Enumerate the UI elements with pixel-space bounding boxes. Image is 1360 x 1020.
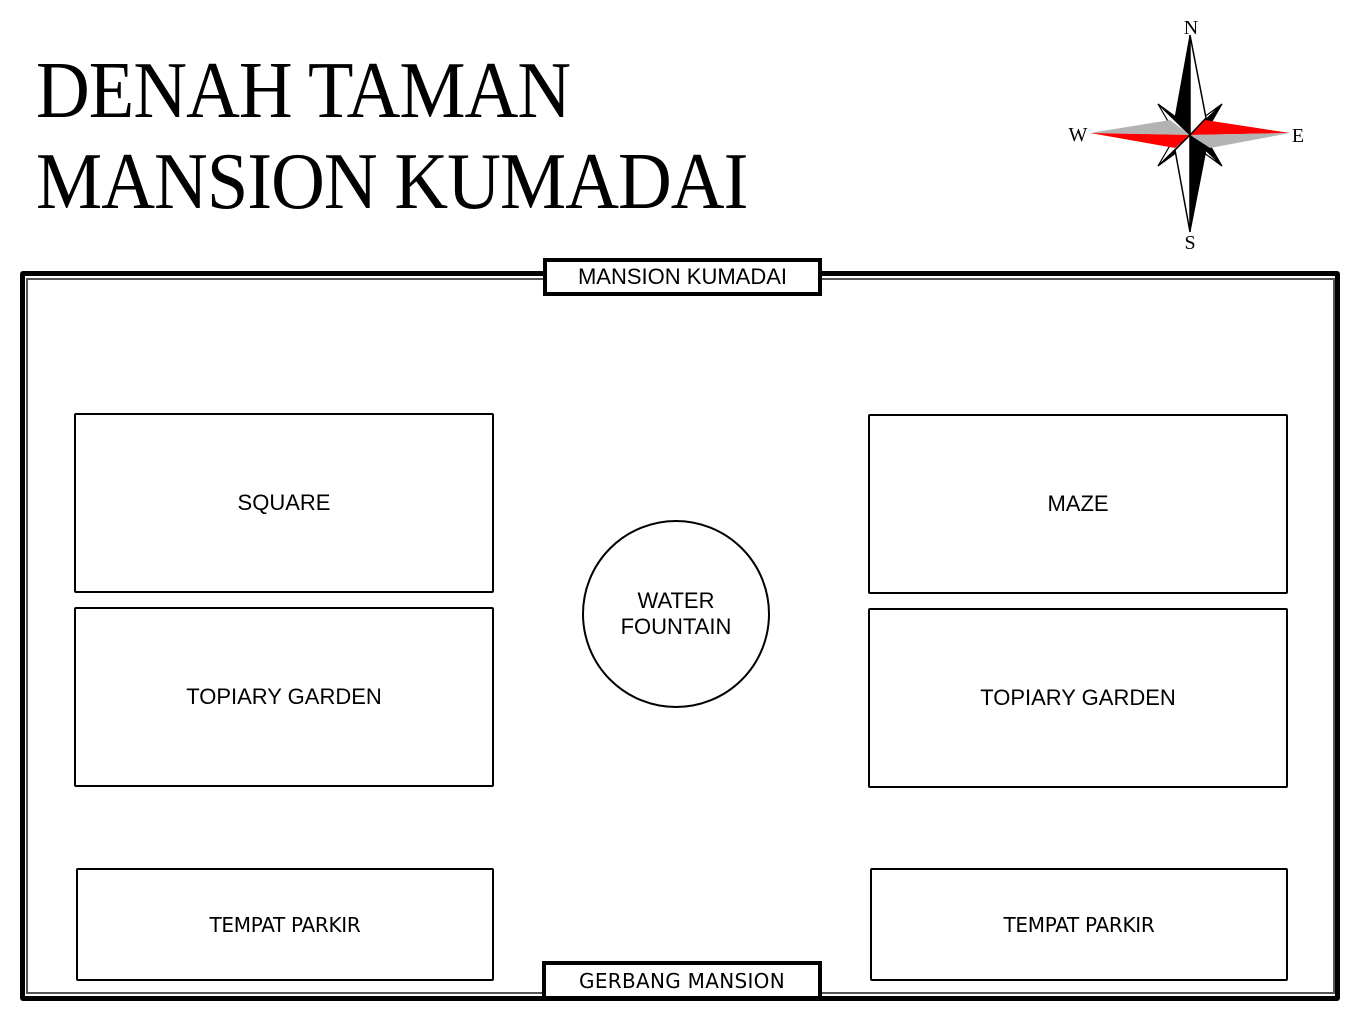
compass-north-label: N [1184, 17, 1198, 39]
title-line-2: MANSION KUMADAI [36, 138, 748, 226]
zone-topiary-left-label: TOPIARY GARDEN [186, 684, 382, 709]
mansion-label: MANSION KUMADAI [543, 258, 822, 296]
compass-south-label: S [1184, 232, 1195, 254]
zone-square-label: SQUARE [237, 490, 331, 515]
fountain-label-line-1: WATER [637, 588, 715, 613]
title-line-1: DENAH TAMAN [36, 47, 571, 135]
zone-maze-label: MAZE [1047, 491, 1109, 516]
zone-parking-right: TEMPAT PARKIR [870, 868, 1288, 981]
zone-square: SQUARE [74, 413, 494, 593]
compass-rose-icon: N S W E [1069, 17, 1305, 254]
compass-west-label: W [1069, 124, 1088, 146]
water-fountain: WATER FOUNTAIN [582, 520, 770, 708]
page-title: DENAH TAMAN MANSION KUMADAI [36, 46, 748, 228]
zone-parking-left-label: TEMPAT PARKIR [209, 912, 361, 937]
zone-topiary-right-label: TOPIARY GARDEN [980, 685, 1176, 710]
zone-maze: MAZE [868, 414, 1288, 594]
zone-parking-left: TEMPAT PARKIR [76, 868, 494, 981]
gate-label: GERBANG MANSION [542, 961, 822, 1000]
compass-east-label: E [1292, 125, 1304, 147]
zone-parking-right-label: TEMPAT PARKIR [1003, 912, 1155, 937]
zone-topiary-garden-left: TOPIARY GARDEN [74, 607, 494, 787]
zone-topiary-garden-right: TOPIARY GARDEN [868, 608, 1288, 788]
fountain-label-line-2: FOUNTAIN [620, 614, 732, 639]
